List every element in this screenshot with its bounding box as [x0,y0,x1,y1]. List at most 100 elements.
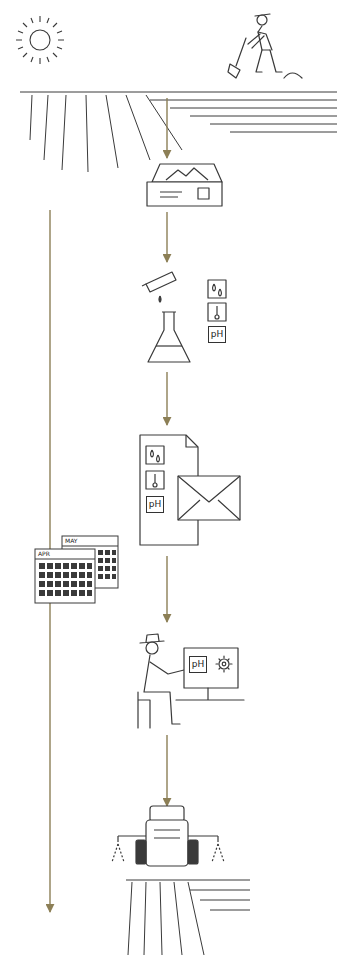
farmer-at-computer-part [176,688,244,700]
farmer-figure-part [258,26,270,50]
sun-icon [16,16,64,64]
calendar-icon-part-part [98,566,103,571]
calendar-icon-part-part [105,566,110,571]
farmer-at-computer [138,634,244,728]
calendar-icon-part-part [55,590,61,596]
farmer-at-computer-part [219,659,229,669]
farmer-figure-part [284,73,302,78]
calendar-icon-part-part [71,590,77,596]
calendar-icon-part-part [87,581,92,587]
farmer-at-computer-part [140,634,164,643]
field-ground-part [190,890,250,910]
tractor-sprayer-part [146,820,188,866]
lab-flask-icon-part [148,312,190,362]
farmer-figure-part [236,38,246,66]
calendar-icon-part-part [98,550,103,555]
calendar-icon-part [35,559,95,560]
ph-icon-box: pH [146,496,164,513]
calendar-icon-part-part [47,572,53,578]
lab-flask-icon-part [216,306,217,315]
farmer-at-computer-part [222,662,226,666]
ph-icon-box: pH [189,656,207,673]
calendar-icon [35,536,118,603]
farmer-at-computer-part [150,662,184,674]
calendar-icon-part-part [39,581,45,587]
flow-arrows-part [166,735,167,806]
calendar-icon-part-part [71,563,77,569]
calendar-icon-part-part [63,563,69,569]
calendar-icon-part-part [55,572,61,578]
sample-box-icon-part [147,182,222,206]
calendar-month: APR [38,551,50,557]
calendar-icon-part-part [87,563,92,569]
calendar-icon-part-part [112,558,116,563]
calendar-icon-part-part [47,563,53,569]
lab-flask-icon-part [208,303,226,321]
calendar-icon-part-part [98,558,103,563]
sample-box-icon-part [152,164,222,182]
field-ground [20,92,337,172]
ph-text: pH [149,500,161,509]
tractor-sprayer-part [154,830,180,838]
flow-arrows-part [166,212,167,262]
farmer-figure-part [256,50,262,72]
report-document-icon-part [154,474,155,483]
farmer-figure-part [257,15,267,25]
lab-flask-icon-part [142,284,146,286]
lab-flask-icon-part [208,280,226,298]
lab-flask-icon [142,272,226,362]
calendar-icon-part-part [79,581,85,587]
farmer-at-computer-part [184,648,238,688]
calendar-icon-part-part [63,590,69,596]
flow-arrows-part [166,556,167,622]
tractor-sprayer-part [188,840,198,864]
calendar-icon-part-part [112,550,116,555]
farmer-figure-part [270,50,282,72]
calendar-icon-part-part [55,563,61,569]
calendar-icon-part-part [112,574,116,579]
calendar-icon-part-part [98,574,103,579]
calendar-icon-part-part [39,572,45,578]
report-document-icon-part [186,435,198,447]
calendar-month: MAY [65,538,77,544]
ph-text: pH [211,330,223,339]
calendar-icon-part-part [87,572,92,578]
field-ground-part [20,92,337,93]
calendar-icon-part [35,549,95,603]
calendar-icon-part-part [79,590,85,596]
calendar-icon-part-part [79,563,85,569]
calendar-icon-part-part [47,590,53,596]
ph-text: pH [192,660,204,669]
field-ground [126,880,250,955]
sun-icon-part [30,30,50,50]
farmer-figure-part [255,14,270,16]
lab-flask-icon-part [215,315,219,319]
farmer-figure [228,14,302,78]
tractor-sprayer [112,806,224,866]
report-document-icon-part [178,476,240,520]
field-ground-part [128,882,204,955]
field-ground-part [30,95,182,172]
sample-box-icon [147,164,222,206]
calendar-icon-part-part [87,590,92,596]
report-document-icon [140,435,240,545]
calendar-icon-part-part [47,581,53,587]
report-document-icon-part [146,446,164,464]
calendar-icon-part-part [112,566,116,571]
calendar-icon-part-part [63,581,69,587]
tractor-sprayer-part [136,840,146,864]
farmer-figure-part [258,32,272,50]
report-document-icon-part [151,450,160,462]
calendar-icon-part [39,563,92,596]
lab-flask-icon-part [213,284,222,296]
flow-arrows-part [166,372,167,425]
report-document-icon-part [178,476,240,520]
flow-arrows-part [166,98,167,158]
calendar-icon-part-part [55,581,61,587]
farmer-at-computer-part [216,656,232,672]
sample-box-icon-part [160,192,182,197]
report-document-icon-part [146,471,164,489]
